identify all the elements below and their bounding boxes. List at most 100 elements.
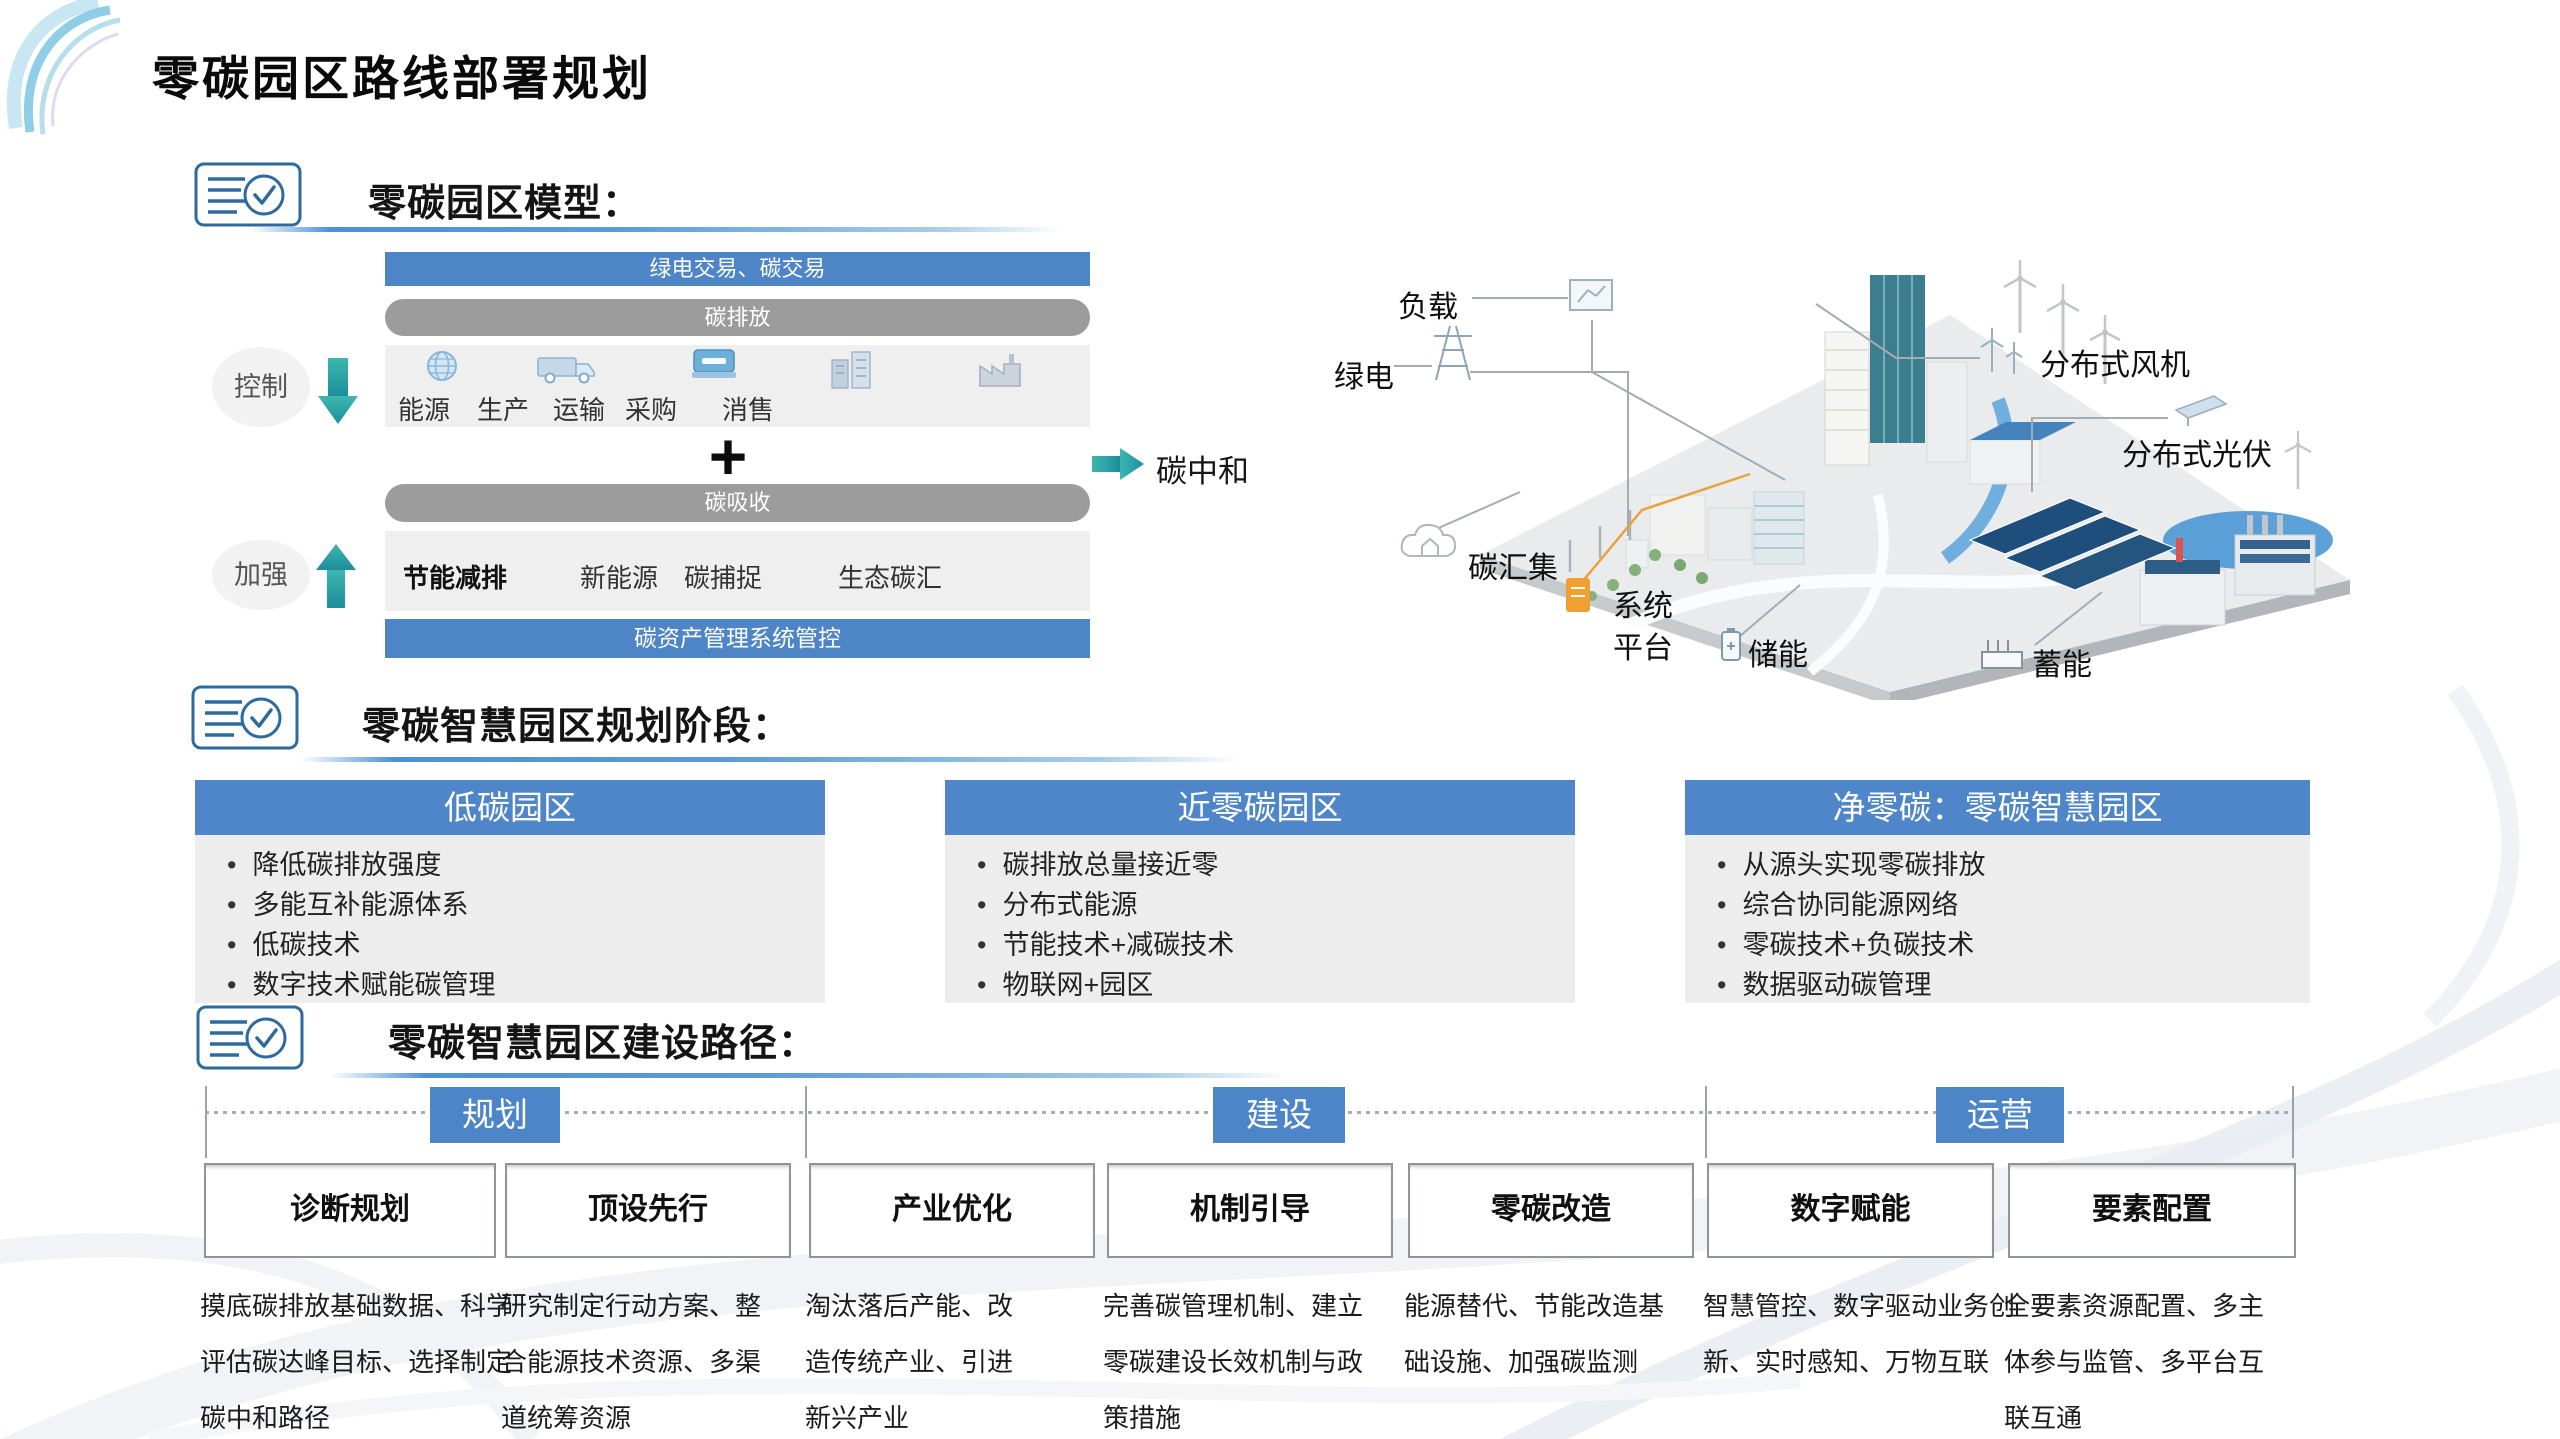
stage-column-3: 净零碳：零碳智慧园区 从源头实现零碳排放 综合协同能源网络 零碳技术+负碳技术 … <box>1685 780 2310 1003</box>
down-arrow-icon <box>318 358 358 424</box>
stage-bullet: 数据驱动碳管理 <box>1713 965 2310 1005</box>
stage-column-2: 近零碳园区 碳排放总量接近零 分布式能源 节能技术+减碳技术 物联网+园区 <box>945 780 1575 1003</box>
stage-bullet: 分布式能源 <box>973 885 1575 925</box>
path-section-heading: 零碳智慧园区建设路径： <box>388 1023 818 1065</box>
step-6-title: 数字赋能 <box>1707 1163 1994 1258</box>
step-3-title: 产业优化 <box>809 1163 1095 1258</box>
carbon-neutral-label: 碳中和 <box>1156 454 1249 489</box>
stages-section-underline <box>300 757 1240 762</box>
stage-column-3-title: 净零碳：零碳智慧园区 <box>1685 780 2310 835</box>
park-buildings <box>1625 275 2316 626</box>
stage-bullet: 降低碳排放强度 <box>223 845 825 885</box>
carbon-cloud-icon <box>1400 523 1457 557</box>
solar-panel-icon <box>2174 395 2228 426</box>
chain-item-1: 能源 <box>398 395 451 425</box>
stage-column-2-body: 碳排放总量接近零 分布式能源 节能技术+减碳技术 物联网+园区 <box>945 835 1575 1003</box>
manage-bar: 碳资产管理系统管控 <box>385 619 1090 658</box>
park-label-battery-storage: 储能 <box>1748 639 1808 672</box>
globe-icon <box>427 351 457 381</box>
emission-chain-panel <box>385 345 1090 427</box>
model-section-heading: 零碳园区模型： <box>368 183 642 225</box>
checklist-icon <box>191 685 299 750</box>
park-label-system-platform: 系统 平台 <box>1613 586 1673 670</box>
phase-divider-4 <box>2292 1086 2294 1158</box>
stage-column-2-title: 近零碳园区 <box>945 780 1575 835</box>
control-tag: 控制 <box>212 347 310 427</box>
phase-label-build: 建设 <box>1213 1087 1345 1143</box>
checklist-icon <box>196 1005 304 1070</box>
stage-column-1: 低碳园区 降低碳排放强度 多能互补能源体系 低碳技术 数字技术赋能碳管理 <box>195 780 825 1003</box>
chain-item-5: 消售 <box>722 395 775 425</box>
chain-item-3: 运输 <box>553 395 606 425</box>
measure-item-3: 碳捕捉 <box>684 563 763 593</box>
phase-label-operate: 运营 <box>1936 1087 2064 1143</box>
stage-bullet: 低碳技术 <box>223 925 825 965</box>
path-section-underline <box>330 1073 1290 1078</box>
truck-icon <box>537 357 595 384</box>
park-label-load: 负载 <box>1398 291 1458 324</box>
logo-swoosh <box>6 0 121 135</box>
absorb-measures-panel <box>385 531 1090 611</box>
park-label-system-line1: 系统 <box>1613 590 1673 623</box>
stage-bullet: 零碳技术+负碳技术 <box>1713 925 2310 965</box>
plant-icon <box>979 354 1021 387</box>
park-label-pv: 分布式光伏 <box>2122 439 2272 472</box>
step-4-desc: 完善碳管理机制、建立零碳建设长效机制与政策措施 <box>1103 1291 1364 1433</box>
page-title: 零碳园区路线部署规划 <box>152 52 652 105</box>
battery-icon <box>1721 628 1741 661</box>
plus-icon: + <box>708 419 748 493</box>
measure-item-1: 节能减排 <box>403 563 508 593</box>
strengthen-tag: 加强 <box>212 540 310 610</box>
phase-divider-3 <box>1705 1086 1707 1158</box>
phase-label-plan: 规划 <box>430 1087 560 1143</box>
step-2-desc: 研究制定行动方案、整合能源技术资源、多渠道统筹资源 <box>501 1291 762 1433</box>
checklist-icon <box>194 162 302 227</box>
phase-divider-2 <box>805 1086 807 1158</box>
stages-section-heading: 零碳智慧园区规划阶段： <box>362 706 792 748</box>
phase-divider-1 <box>205 1086 207 1158</box>
step-4-title: 机制引导 <box>1107 1163 1393 1258</box>
park-callout-lines <box>1394 297 2168 646</box>
model-section-underline <box>250 227 1060 232</box>
measure-item-2: 新能源 <box>580 563 659 593</box>
monitor-icon <box>1569 279 1613 311</box>
park-solar-array <box>1968 497 2177 591</box>
stage-column-3-body: 从源头实现零碳排放 综合协同能源网络 零碳技术+负碳技术 数据驱动碳管理 <box>1685 835 2310 1003</box>
wind-turbine-icon <box>1980 328 2023 374</box>
trade-bar: 绿电交易、碳交易 <box>385 252 1090 286</box>
step-2-title: 顶设先行 <box>505 1163 791 1258</box>
absorb-pill: 碳吸收 <box>385 484 1090 522</box>
right-arrow-icon <box>1092 448 1144 480</box>
step-5-title: 零碳改造 <box>1408 1163 1694 1258</box>
step-5-desc: 能源替代、节能改造基础设施、加强碳监测 <box>1404 1291 1665 1377</box>
power-tower-icon <box>1434 325 1472 381</box>
step-7-title: 要素配置 <box>2008 1163 2296 1258</box>
stage-column-1-title: 低碳园区 <box>195 780 825 835</box>
step-1-title: 诊断规划 <box>204 1163 496 1258</box>
stage-bullet: 从源头实现零碳排放 <box>1713 845 2310 885</box>
up-arrow-icon <box>316 544 356 608</box>
stage-bullet: 综合协同能源网络 <box>1713 885 2310 925</box>
stage-bullet: 数字技术赋能碳管理 <box>223 965 825 1005</box>
step-3-desc: 淘汰落后产能、改造传统产业、引进新兴产业 <box>805 1291 1014 1433</box>
stage-bullet: 物联网+园区 <box>973 965 1575 1005</box>
park-label-green-power: 绿电 <box>1334 361 1394 394</box>
park-label-wind: 分布式风机 <box>2040 349 2190 382</box>
stage-bullet: 节能技术+减碳技术 <box>973 925 1575 965</box>
chain-item-2: 生产 <box>477 395 530 425</box>
chain-item-4: 采购 <box>625 395 678 425</box>
system-doc-icon <box>1566 578 1590 612</box>
step-7-desc: 全要素资源配置、多主体参与监管、多平台互联互通 <box>2004 1291 2265 1433</box>
stage-bullet: 碳排放总量接近零 <box>973 845 1575 885</box>
park-wind-turbines <box>2003 260 2312 489</box>
park-label-energy-storage: 蓄能 <box>2032 649 2092 682</box>
step-6-desc: 智慧管控、数字驱动业务创新、实时感知、万物互联 <box>1703 1291 2016 1377</box>
emission-pill: 碳排放 <box>385 299 1090 336</box>
stage-bullet: 多能互补能源体系 <box>223 885 825 925</box>
cash-register-icon <box>692 349 736 378</box>
park-label-carbon-sink: 碳汇集 <box>1468 552 1558 585</box>
buildings-icon <box>831 351 871 389</box>
park-label-system-line2: 平台 <box>1613 632 1673 665</box>
park-illustration <box>1394 260 2350 700</box>
